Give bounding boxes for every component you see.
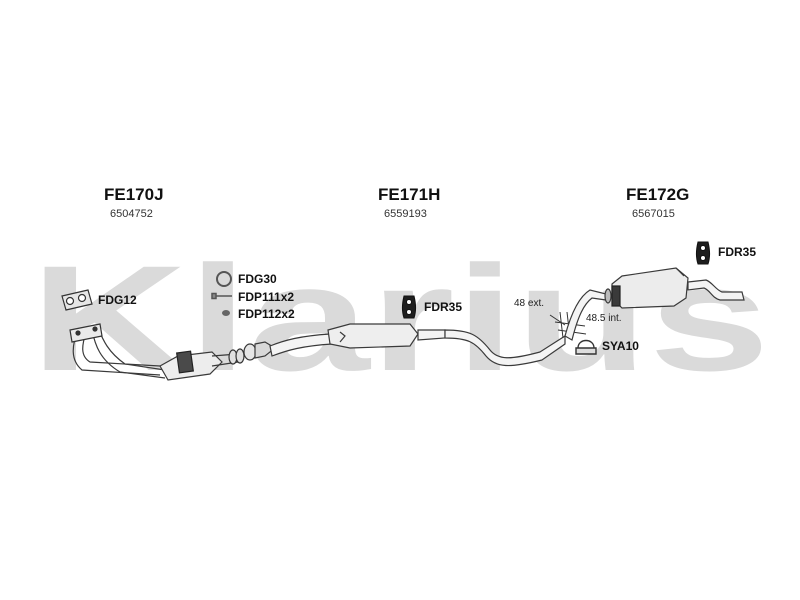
fdr35-mid-rubber-icon bbox=[402, 295, 416, 319]
sya10-label: SYA10 bbox=[602, 339, 639, 353]
dimension-ext-label: 48 ext. bbox=[514, 298, 545, 309]
intermediate-pipe bbox=[243, 323, 566, 367]
fdg30-label: FDG30 bbox=[238, 272, 277, 286]
front-clamp bbox=[228, 348, 245, 365]
fdg30-ring-icon bbox=[216, 271, 232, 287]
section-code-rear: FE172G bbox=[626, 185, 690, 204]
section-code-front: FE170J bbox=[104, 185, 164, 204]
sya10-clamp-icon bbox=[575, 339, 597, 355]
front-flange bbox=[69, 323, 103, 343]
fdp112-nut-icon bbox=[222, 310, 230, 316]
fdg12-gasket-icon bbox=[61, 289, 93, 311]
section-number-middle: 6559193 bbox=[384, 208, 427, 220]
fdr35-mid-label: FDR35 bbox=[424, 300, 463, 314]
section-number-front: 6504752 bbox=[110, 208, 153, 220]
fdr35-rear-rubber-icon bbox=[696, 241, 710, 265]
rear-section bbox=[564, 267, 745, 341]
dimension-int-label: 48.5 int. bbox=[586, 313, 622, 324]
section-number-rear: 6567015 bbox=[632, 208, 675, 220]
fdp111-bolt-icon bbox=[211, 292, 232, 300]
fdg12-label: FDG12 bbox=[98, 293, 137, 307]
brand-watermark: Klarius bbox=[30, 234, 770, 402]
fdp112-label: FDP112x2 bbox=[238, 307, 295, 321]
front-silencer bbox=[159, 350, 239, 381]
fdr35-rear-label: FDR35 bbox=[718, 245, 757, 259]
section-code-middle: FE171H bbox=[378, 185, 441, 204]
fdp111-label: FDP111x2 bbox=[238, 290, 295, 304]
